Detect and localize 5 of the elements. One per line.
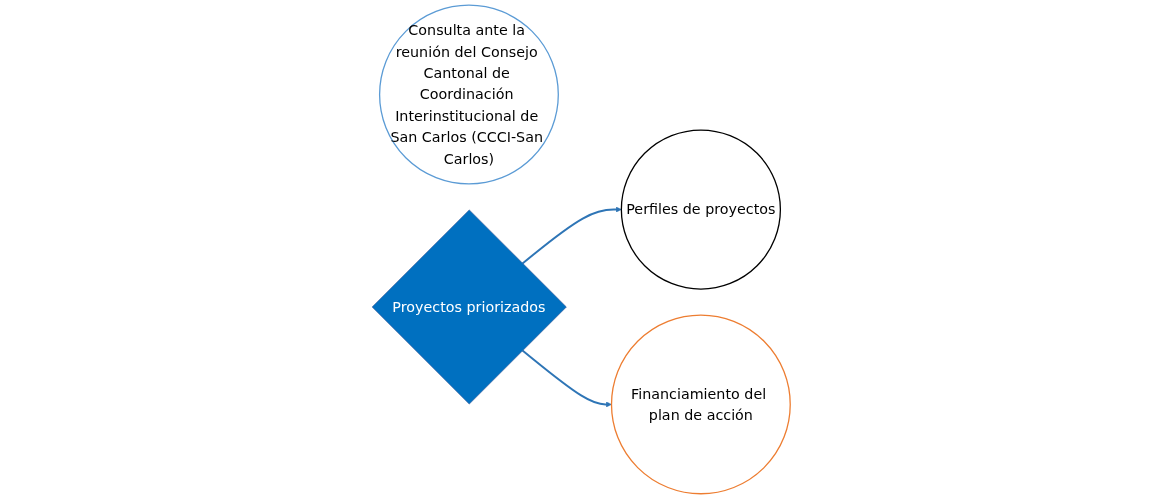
node-circle: Financiamiento del plan de acción	[611, 314, 792, 495]
node-diamond: Proyectos priorizados	[372, 209, 567, 405]
node-circle: Consulta ante la reunión del Consejo Cantonal de Coordinación Interinstitucional de San Carlos (CCCI-San Carlos)	[379, 4, 560, 185]
arrow	[521, 206, 622, 265]
node-circle: Perfiles de proyectos	[621, 129, 782, 290]
